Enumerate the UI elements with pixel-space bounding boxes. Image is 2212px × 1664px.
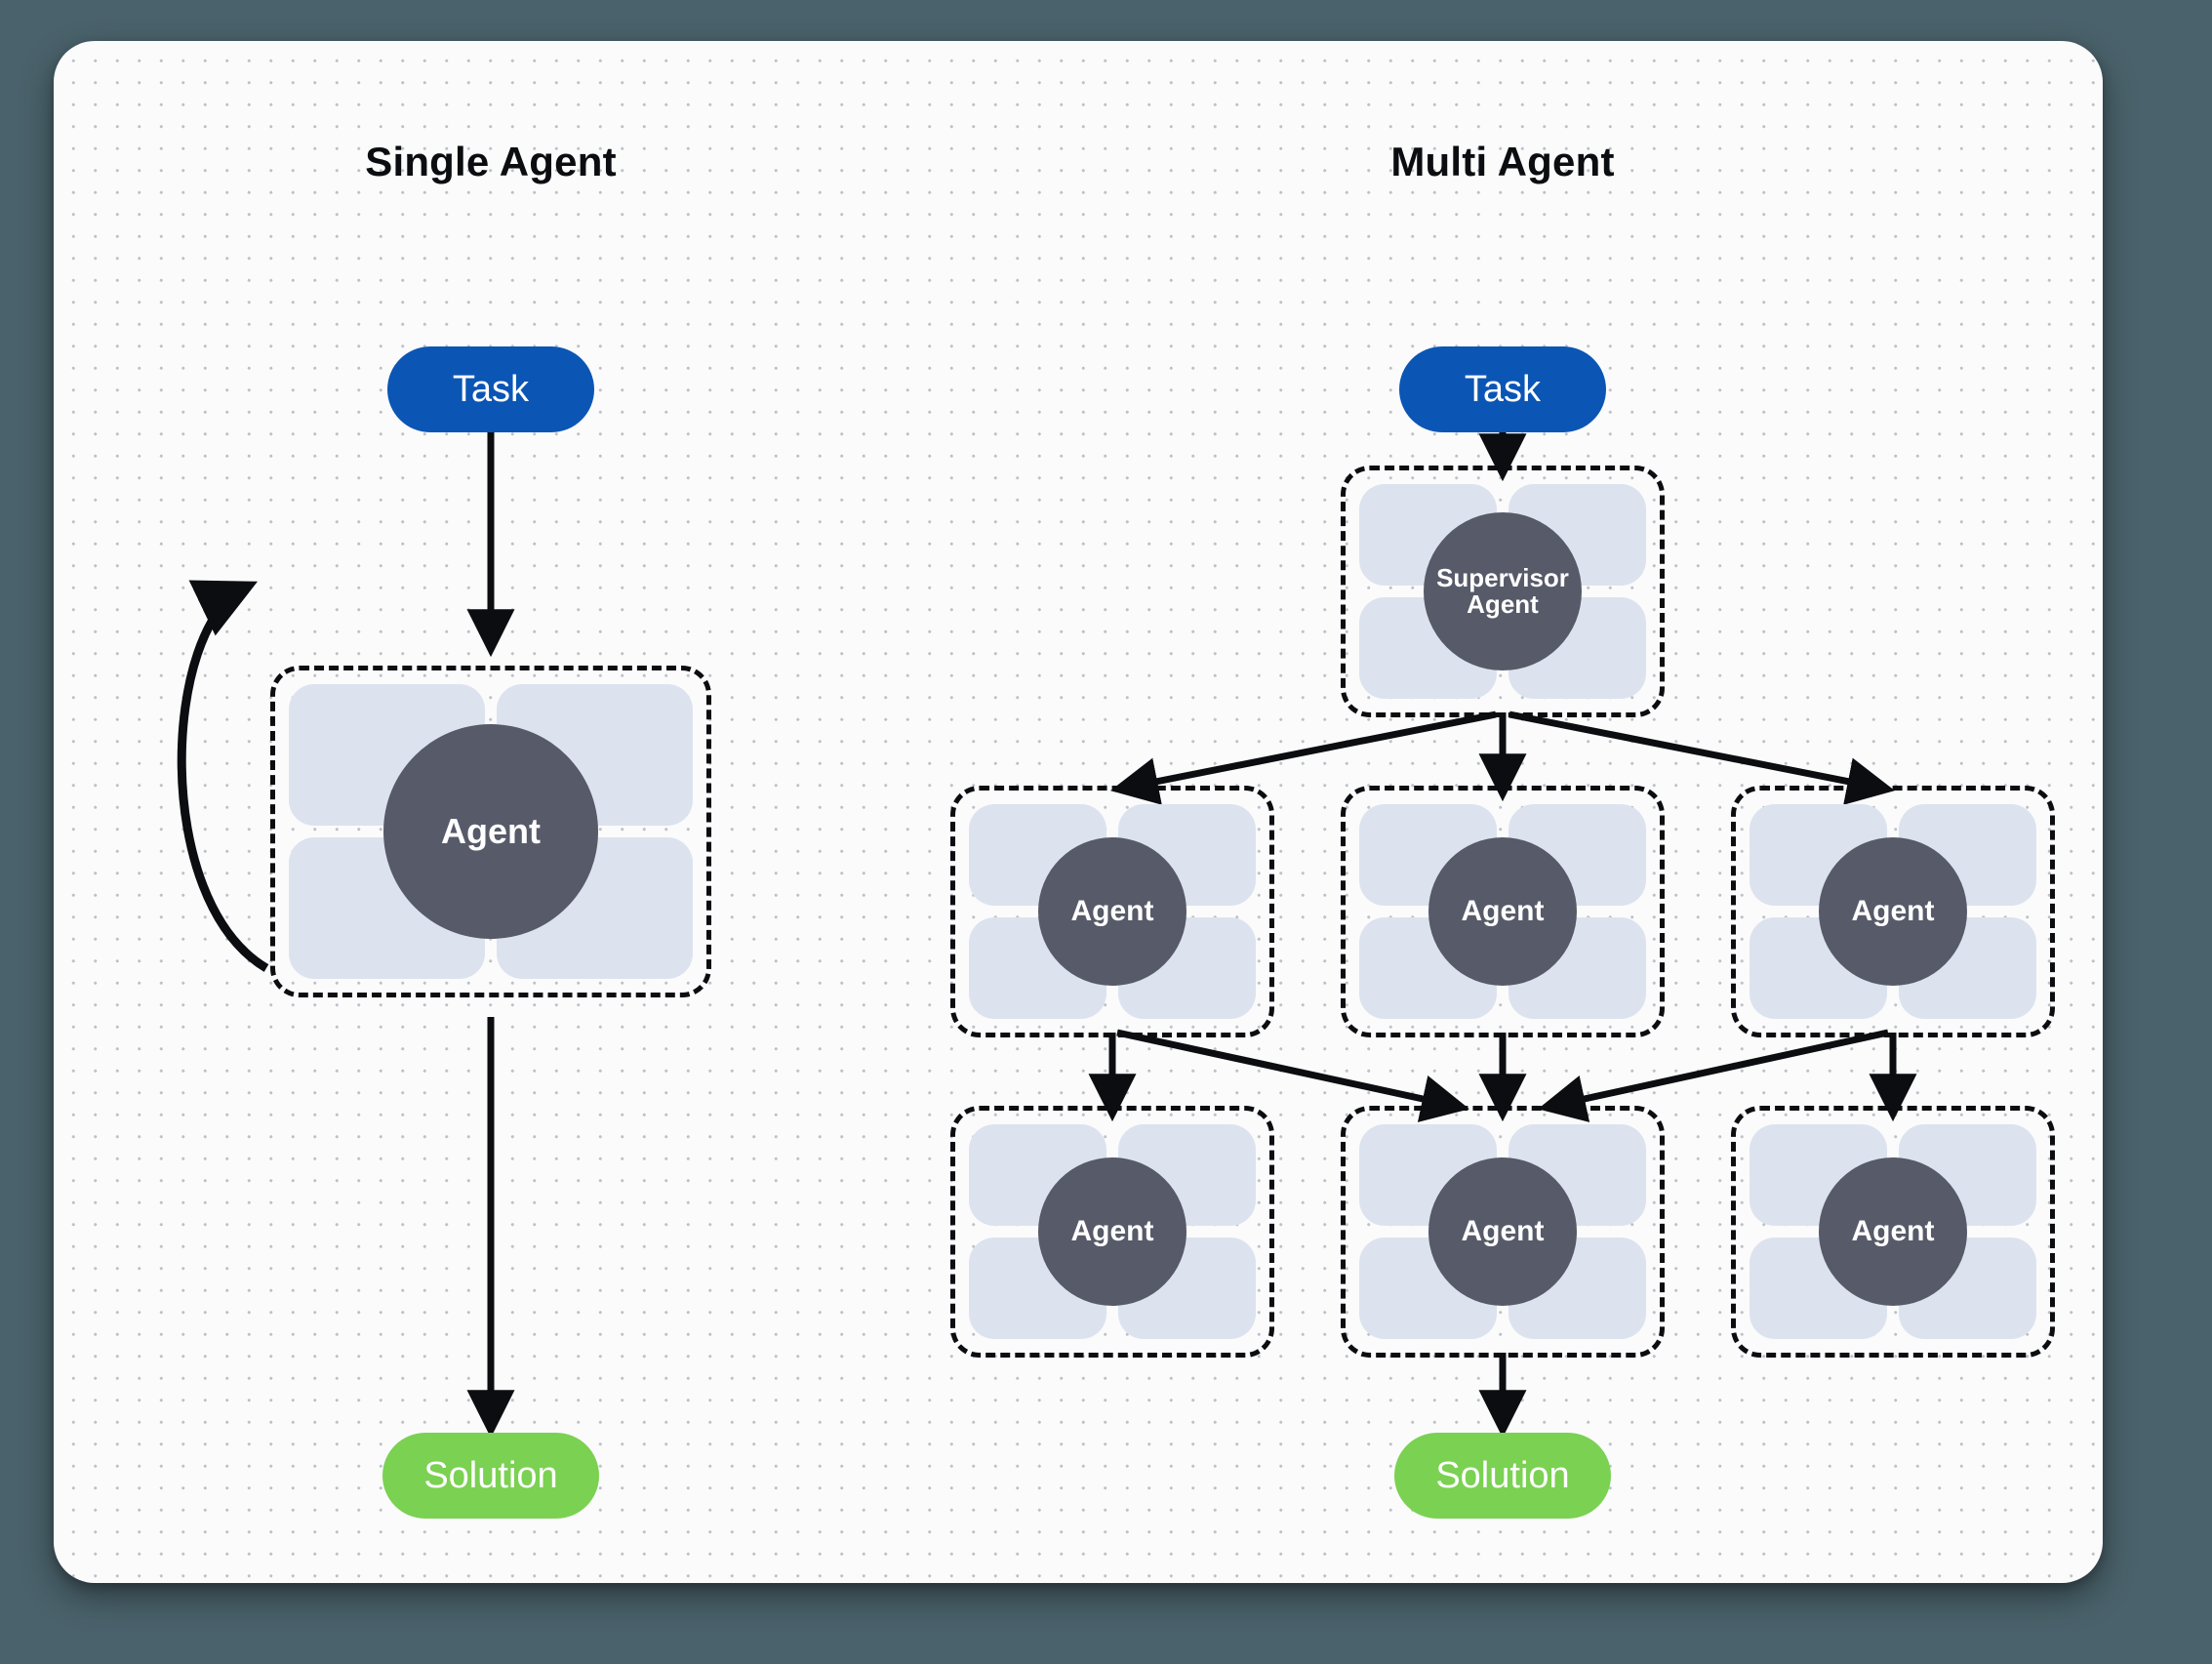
node-task-single-label: Task [452,368,530,410]
node-agent-single[interactable]: Agent [270,666,711,997]
node-agent-row2-col2-core: Agent [1428,1157,1577,1306]
edge-ma-sup-to-r1c3 [1508,710,1895,805]
edge-sa-agent-self-loop [177,580,269,972]
edge-ma-r1c3-to-r2c2 [1538,1029,1889,1122]
node-agent-row2-col1-label: Agent [1070,1215,1154,1248]
node-agent-row1-col1[interactable]: Agent [950,786,1274,1037]
node-agent-row2-col2[interactable]: Agent [1341,1106,1665,1358]
node-agent-row1-col2[interactable]: Agent [1341,786,1665,1037]
node-solution-multi-label: Solution [1435,1454,1570,1496]
node-supervisor-agent[interactable]: Supervisor Agent [1341,466,1665,717]
node-agent-row2-col3[interactable]: Agent [1731,1106,2055,1358]
node-solution-multi[interactable]: Solution [1394,1433,1611,1519]
node-solution-single[interactable]: Solution [382,1433,599,1519]
node-agent-single-label: Agent [441,811,541,852]
node-agent-row2-col2-label: Agent [1461,1215,1545,1248]
node-agent-row1-col1-label: Agent [1070,895,1154,928]
node-agent-row2-col3-core: Agent [1819,1157,1967,1306]
node-task-single[interactable]: Task [387,346,594,432]
node-agent-row2-col3-label: Agent [1851,1215,1935,1248]
diagram-card: Single Agent Task Agent Solution Multi A… [54,41,2103,1583]
edge-ma-sup-to-r1c1 [1110,710,1497,805]
panel-title-single-agent: Single Agent [365,139,617,184]
node-agent-row1-col2-core: Agent [1428,837,1577,986]
node-agent-row2-col1-core: Agent [1038,1157,1186,1306]
node-solution-single-label: Solution [423,1454,558,1496]
node-agent-row1-col3[interactable]: Agent [1731,786,2055,1037]
node-agent-row2-col1[interactable]: Agent [950,1106,1274,1358]
node-agent-row1-col2-label: Agent [1461,895,1545,928]
node-agent-row1-col3-core: Agent [1819,837,1967,986]
node-task-multi-label: Task [1464,368,1542,410]
node-agent-row1-col1-core: Agent [1038,837,1186,986]
node-agent-row1-col3-label: Agent [1851,895,1935,928]
panel-title-multi-agent: Multi Agent [1390,139,1615,184]
node-supervisor-agent-label: Supervisor Agent [1436,562,1569,619]
node-task-multi[interactable]: Task [1399,346,1606,432]
edge-ma-r1c1-to-r2c2 [1116,1029,1469,1122]
node-supervisor-agent-core: Supervisor Agent [1424,512,1582,670]
node-agent-single-core: Agent [383,724,598,939]
